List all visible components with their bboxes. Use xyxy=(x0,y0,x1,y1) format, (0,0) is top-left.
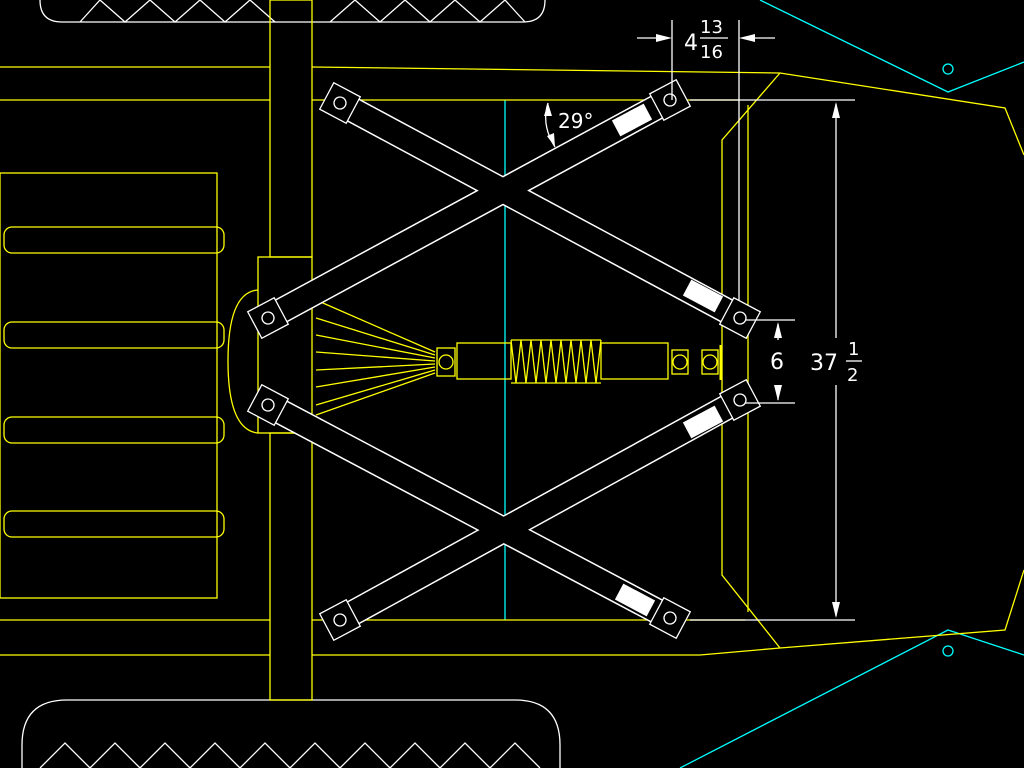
width-numerator: 1 xyxy=(848,339,859,360)
shock-absorber xyxy=(436,339,723,384)
offset-numerator: 13 xyxy=(700,17,723,38)
width-whole: 37 xyxy=(810,351,838,376)
offset-denominator: 16 xyxy=(700,42,723,63)
angle-label: 29° xyxy=(558,109,593,133)
bottom-tire xyxy=(21,699,561,768)
frame xyxy=(0,0,1024,701)
dimension-angle: 29° xyxy=(544,102,593,148)
pivot-spacing-label: 6 xyxy=(770,350,784,375)
offset-whole: 4 xyxy=(684,31,698,56)
width-denominator: 2 xyxy=(847,365,858,386)
top-tire xyxy=(39,0,546,23)
dimension-width: 37 1 2 xyxy=(690,99,862,621)
dimension-pivot-spacing: 6 xyxy=(745,319,795,404)
radius-links xyxy=(246,78,762,642)
dimension-offset: 4 13 16 xyxy=(637,17,775,300)
